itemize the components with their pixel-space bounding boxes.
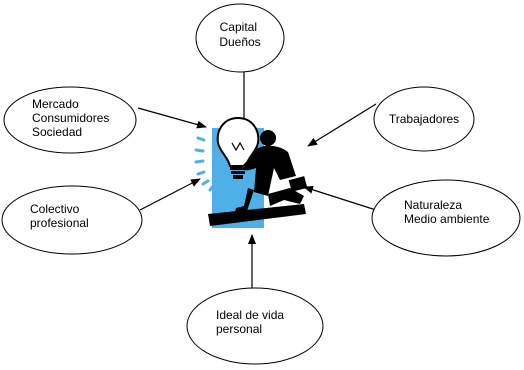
arrow-trabajadores (307, 103, 377, 147)
arrow-colectivo (139, 178, 201, 211)
svg-text:Ideal de vida personal: Ideal de vida personal (216, 308, 287, 336)
node-trabajadores-line-1: Trabajadores (389, 112, 459, 126)
node-mercado: Mercado Consumidores Sociedad (3, 86, 137, 154)
sparkle-ticks (194, 136, 215, 192)
node-mercado-line-2: Consumidores (32, 111, 109, 125)
svg-text:Naturaleza Medio ambient: Naturaleza Medio ambiente (404, 198, 490, 226)
node-naturaleza-line-2: Medio ambiente (404, 212, 490, 226)
node-naturaleza-line-1: Naturaleza (404, 198, 462, 212)
node-capital: Capital Dueños (195, 3, 285, 73)
node-colectivo: Colectivo profesional (1, 185, 143, 255)
node-ideal: Ideal de vida personal (186, 287, 324, 365)
connectors (137, 60, 377, 292)
svg-text:Trabajadores: Trabajadores (389, 112, 459, 126)
node-capital-line-1: Capital (220, 20, 257, 34)
arrow-mercado (137, 107, 207, 129)
businessman-figure (234, 130, 308, 216)
svg-text:Capital Dueños: Capital Dueños (219, 20, 260, 49)
node-colectivo-line-1: Colectivo (30, 202, 80, 216)
node-mercado-line-1: Mercado (32, 97, 79, 111)
arrow-naturaleza (303, 185, 377, 211)
node-mercado-line-3: Sociedad (32, 125, 82, 139)
node-naturaleza: Naturaleza Medio ambiente (371, 179, 521, 257)
svg-text:Colectivo profesional: Colectivo profesional (30, 202, 89, 230)
node-trabajadores: Trabajadores (373, 86, 475, 152)
node-ideal-line-2: personal (216, 322, 262, 336)
node-colectivo-line-2: profesional (30, 216, 89, 230)
node-capital-line-2: Dueños (219, 35, 260, 49)
ramp (208, 204, 306, 226)
svg-text:Mercado Consumidores: Mercado Consumidores Sociedad (32, 97, 113, 139)
businessman-lightbulb-icon (194, 116, 308, 228)
node-ideal-line-1: Ideal de vida (216, 308, 284, 322)
